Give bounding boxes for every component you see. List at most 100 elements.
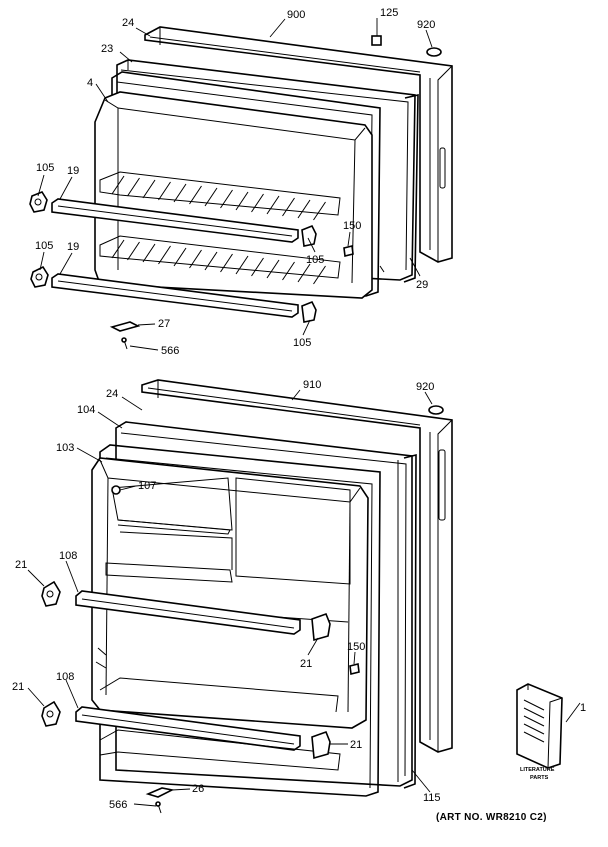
label-24-lower: 24 bbox=[106, 388, 118, 400]
label-105-a: 105 bbox=[36, 162, 54, 174]
outer-door-panel-910 bbox=[141, 379, 453, 753]
shelf-rib bbox=[313, 201, 326, 221]
shelf-rib bbox=[220, 253, 233, 273]
shelf-rib bbox=[127, 177, 140, 197]
shelf-rib bbox=[266, 195, 280, 215]
shelf-rib bbox=[313, 265, 326, 285]
bracket-105-d bbox=[301, 300, 317, 323]
label-4: 4 bbox=[87, 77, 93, 89]
shelf-rib bbox=[189, 185, 202, 205]
plug-125 bbox=[371, 35, 382, 46]
literature-pack: LITERATURE PARTS bbox=[516, 683, 563, 781]
bracket-105-b bbox=[30, 265, 49, 288]
label-105-b: 105 bbox=[35, 240, 53, 252]
label-103: 103 bbox=[56, 442, 74, 454]
label-108-a: 108 bbox=[59, 550, 77, 562]
label-29: 29 bbox=[416, 279, 428, 291]
shelf-rib bbox=[282, 197, 295, 217]
outer-door-panel-900 bbox=[144, 26, 453, 263]
label-19-b: 19 bbox=[67, 241, 79, 253]
bracket-21-b bbox=[41, 700, 61, 727]
lower-shelf-ribs bbox=[111, 239, 326, 285]
label-125: 125 bbox=[380, 7, 398, 19]
shelf-rib bbox=[251, 193, 264, 213]
shelf-rib bbox=[142, 179, 156, 199]
label-566-lower: 566 bbox=[109, 799, 127, 811]
bracket-21-d bbox=[311, 730, 331, 760]
label-150-upper: 150 bbox=[343, 220, 361, 232]
hinge-cap-920-lower bbox=[428, 405, 444, 415]
shelf-rib bbox=[297, 263, 311, 283]
shelf-rib bbox=[158, 181, 171, 201]
screw-566-lower bbox=[155, 801, 162, 814]
shelf-rib bbox=[266, 259, 280, 279]
upper-door-assembly bbox=[29, 18, 453, 351]
shelf-rib bbox=[282, 261, 295, 281]
part-labels-upper: 900 125 920 24 23 4 105 19 105 19 150 10… bbox=[35, 7, 435, 357]
shelf-bar-108-upper bbox=[75, 590, 301, 635]
shelf-rib bbox=[297, 199, 311, 219]
label-107: 107 bbox=[138, 480, 156, 492]
hinge-cap-920-upper bbox=[426, 47, 442, 57]
door-gasket-104 bbox=[115, 421, 417, 789]
shelf-rib bbox=[142, 243, 156, 263]
shelf-rib bbox=[111, 175, 125, 195]
upper-shelf-ribs bbox=[111, 175, 326, 221]
shelf-rib bbox=[235, 255, 249, 275]
door-inner-liner bbox=[91, 457, 369, 729]
shelf-bar-19-lower bbox=[51, 273, 299, 318]
shelf-rib bbox=[204, 187, 218, 207]
label-920-upper: 920 bbox=[417, 19, 435, 31]
label-566-upper: 566 bbox=[161, 345, 179, 357]
leader-lines-upper bbox=[37, 18, 433, 351]
shelf-rib bbox=[204, 251, 218, 271]
bracket-105-a bbox=[29, 191, 48, 213]
label-104: 104 bbox=[77, 404, 95, 416]
lower-door-assembly bbox=[27, 379, 581, 814]
label-21-d: 21 bbox=[350, 739, 362, 751]
shelf-rib bbox=[235, 191, 249, 211]
stop-27 bbox=[109, 321, 141, 332]
label-105-c: 105 bbox=[306, 254, 324, 266]
label-910: 910 bbox=[303, 379, 321, 391]
shelf-rib bbox=[127, 241, 140, 261]
label-108-b: 108 bbox=[56, 671, 74, 683]
shelf-rib bbox=[173, 183, 187, 203]
part-labels-lower: 910 920 24 104 103 107 21 108 21 150 21 … bbox=[12, 379, 586, 811]
label-23: 23 bbox=[101, 43, 113, 55]
label-1: 1 bbox=[580, 702, 586, 714]
label-900: 900 bbox=[287, 9, 305, 21]
stop-26 bbox=[145, 787, 175, 798]
label-24-upper: 24 bbox=[122, 17, 134, 29]
label-19-a: 19 bbox=[67, 165, 79, 177]
bracket-21-a bbox=[41, 580, 61, 607]
label-21-b: 21 bbox=[12, 681, 24, 693]
cam-150-lower bbox=[349, 663, 360, 675]
bottom-rail bbox=[99, 729, 341, 771]
label-21-c: 21 bbox=[300, 658, 312, 670]
screw-566-upper bbox=[121, 337, 128, 350]
bracket-105-c bbox=[301, 224, 317, 247]
shelf-rib bbox=[189, 249, 202, 269]
label-115: 115 bbox=[423, 792, 441, 804]
door-inner-liner-4 bbox=[94, 91, 373, 299]
art-number: (ART NO. WR8210 C2) bbox=[436, 812, 547, 823]
shelf-bar-108-lower bbox=[75, 706, 301, 751]
door-liner-103 bbox=[99, 444, 381, 797]
shelf-bar-19-upper bbox=[51, 198, 299, 243]
label-26: 26 bbox=[192, 783, 204, 795]
literature-label-1: LITERATURE bbox=[520, 767, 555, 773]
label-27: 27 bbox=[158, 318, 170, 330]
label-920-lower: 920 bbox=[416, 381, 434, 393]
shelf-rib bbox=[173, 247, 187, 267]
label-21-a: 21 bbox=[15, 559, 27, 571]
shelf-rib bbox=[251, 257, 264, 277]
leader-lines-lower bbox=[27, 389, 581, 807]
bracket-21-c bbox=[311, 612, 331, 642]
shelf-rib bbox=[111, 239, 125, 259]
screw-29 bbox=[379, 265, 385, 273]
button-107 bbox=[111, 485, 121, 495]
shelf-rib bbox=[158, 245, 171, 265]
